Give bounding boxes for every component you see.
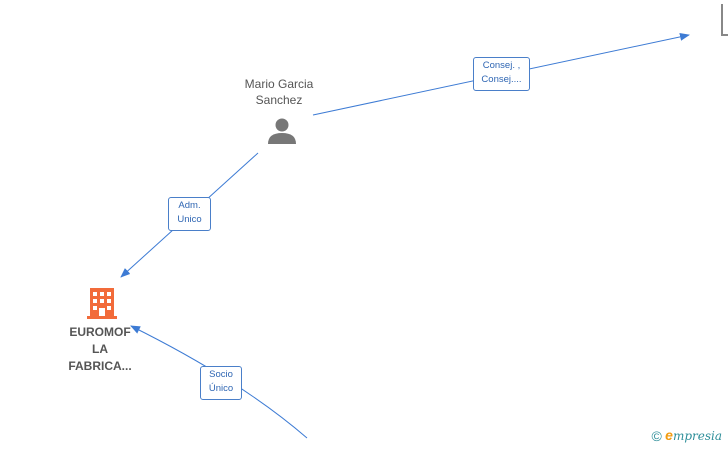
edge-label-socio-line1: Socio <box>209 369 233 380</box>
edge-label-consej[interactable]: Consej. , Consej.... <box>473 57 530 91</box>
company-name-line1: EUROMOF <box>69 325 131 339</box>
company-name-line2: LA <box>92 342 108 356</box>
person-node-label[interactable]: Mario Garcia Sanchez <box>229 76 329 108</box>
brand-name: mpresia <box>672 429 722 443</box>
person-icon[interactable] <box>268 118 296 145</box>
edge-label-consej-line1: Consej. , <box>482 60 521 71</box>
offscreen-node-icon <box>721 4 728 36</box>
copyright-symbol: © <box>651 428 662 444</box>
edge-label-consej-line2: Consej.... <box>481 74 522 85</box>
building-icon[interactable] <box>87 288 117 319</box>
edge-label-socio-line2: Único <box>208 383 234 394</box>
person-name-line1: Mario Garcia <box>244 77 314 91</box>
company-name-line3: FABRICA... <box>68 359 132 373</box>
edge-label-adm-line1: Adm. <box>178 200 201 211</box>
empresia-watermark: © empresia <box>651 427 722 444</box>
edge-label-adm[interactable]: Adm. Unico <box>168 197 211 231</box>
brand-initial: e <box>665 427 673 443</box>
company-node-label[interactable]: EUROMOF LA FABRICA... <box>55 324 145 375</box>
person-name-line2: Sanchez <box>255 93 303 107</box>
edge-label-adm-line2: Unico <box>177 214 202 225</box>
edge-label-socio[interactable]: Socio Único <box>200 366 242 400</box>
